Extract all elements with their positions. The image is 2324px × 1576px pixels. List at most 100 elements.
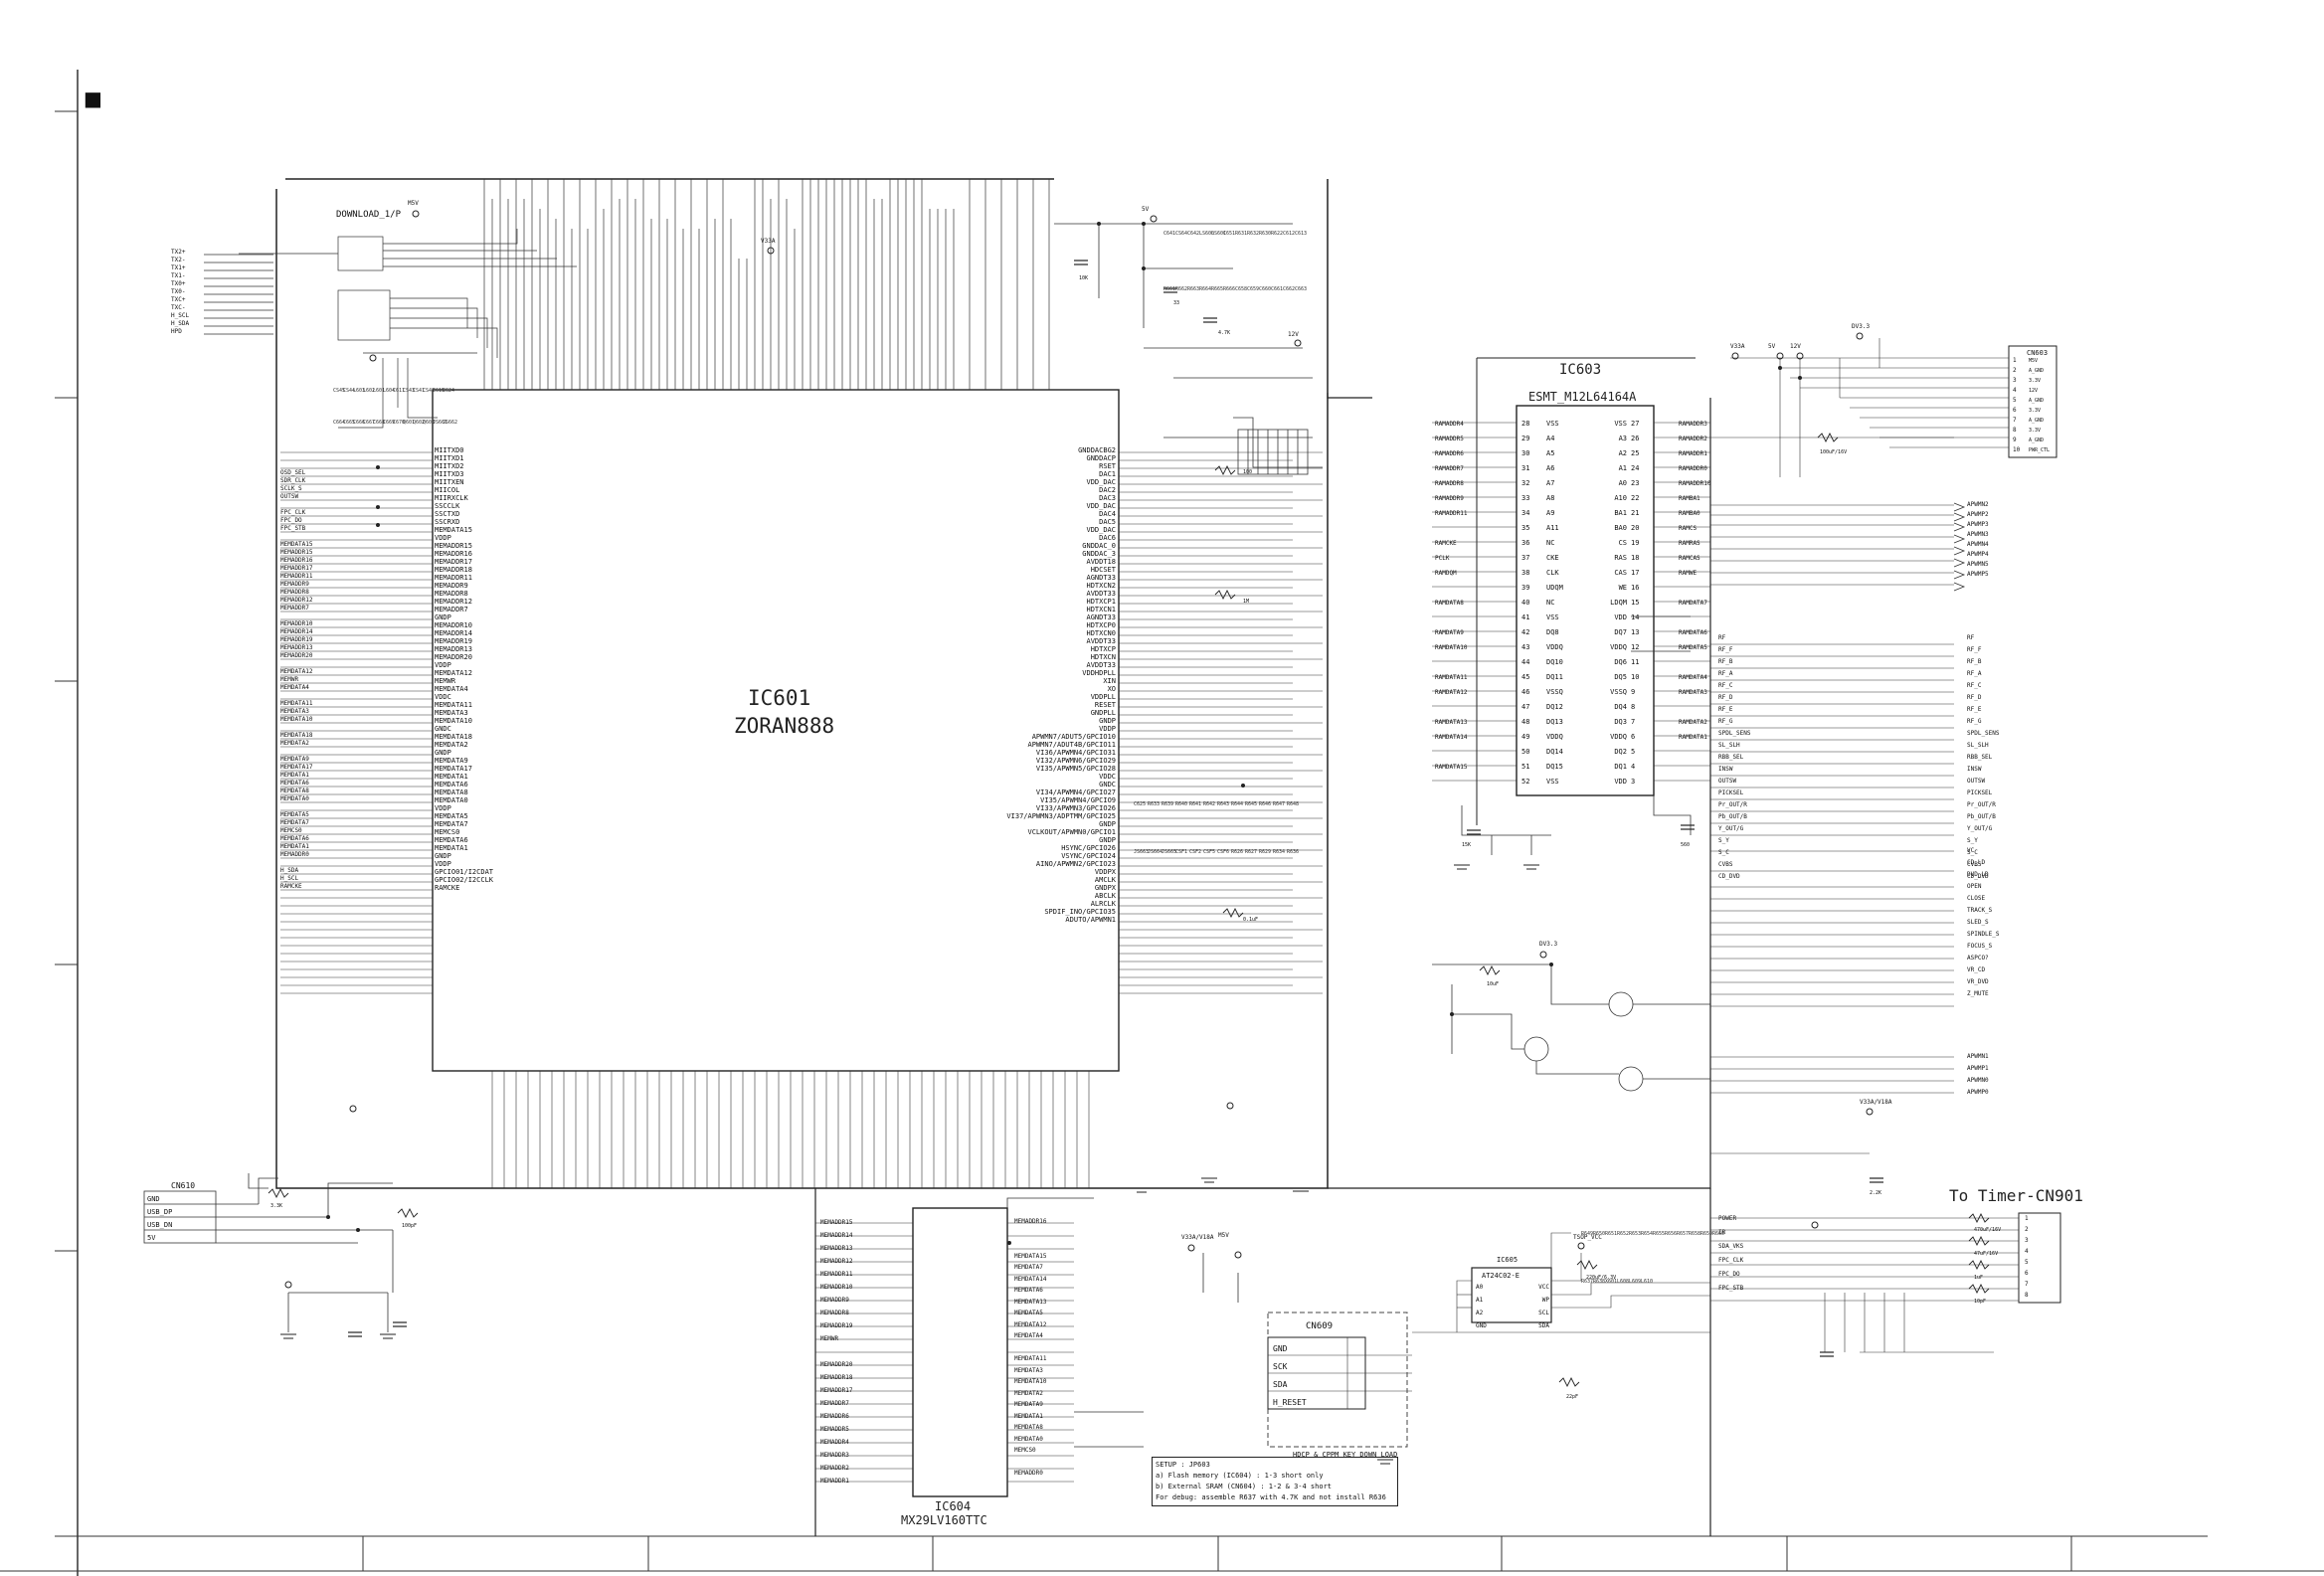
hdcp-pin-name: SCK: [1273, 1362, 1288, 1371]
ic601-pin-label: MEMDATA4: [435, 685, 468, 693]
apwm-net-label: APWMN0: [1967, 1077, 1989, 1084]
ic603-pin-number: 16: [1631, 584, 1640, 592]
net-label: MEMDATA3: [280, 708, 309, 715]
ic601-pin-label: MEMADDR16: [435, 550, 472, 558]
rf-net-label: SPDL_SENS: [1967, 730, 2000, 737]
ic603-pin-label: DQ6: [1614, 658, 1627, 666]
component-ref: Q601: [403, 420, 416, 426]
ram-net-label: RAMDATA15: [1435, 764, 1468, 771]
ic601-pin-label: MEMCS0: [435, 828, 460, 836]
cn603-pin-number: 8: [2013, 427, 2017, 434]
ic603-pin-number: 14: [1631, 613, 1640, 621]
ic601-pin-label: AINO/APWMN2/GPCIO23: [1035, 860, 1116, 868]
component-ref: R662: [1175, 286, 1188, 292]
servo-net-label: VR_DVD: [1967, 978, 1989, 985]
servo-net-label: VR_CD: [1967, 966, 1986, 973]
ic601-pin-label: APWMN7/ADUT4B/GPCIO11: [1027, 741, 1116, 749]
ic601-pin-label: DAC2: [1099, 486, 1116, 494]
net-label: H_SCL: [280, 875, 299, 882]
ic603-pin-label: VSS: [1614, 420, 1627, 428]
ic603-pin-label: DQ12: [1546, 703, 1563, 711]
ic603-pin-label: A9: [1546, 509, 1555, 517]
cn603-pin-name: 3.3V: [2029, 378, 2042, 384]
cn603-pin-name: A_GND: [2029, 368, 2045, 374]
servo-net-label: SLED_S: [1967, 919, 1989, 926]
ram-net-label: [1435, 745, 1495, 760]
rf-net-label: RF_C: [1967, 682, 1982, 689]
ram-net-label: RAMADDR3: [1679, 421, 1707, 428]
component-ref: R641: [1189, 801, 1202, 807]
ic604-part: MX29LV160TTC: [901, 1513, 987, 1527]
component-ref: L608: [1617, 1279, 1630, 1285]
component-ref: LS600: [1199, 231, 1215, 237]
cn603-pin-name: 12V: [2029, 388, 2039, 394]
net-label: [280, 748, 350, 756]
ic603-pin-number: 36: [1521, 539, 1530, 547]
ic601-pin-label: RAMCKE: [435, 884, 460, 892]
usb-pin-name: 5V: [147, 1234, 156, 1242]
ic601-pin-label: MEMDATA3: [435, 709, 468, 717]
ic603-pin-number: 34: [1521, 509, 1530, 517]
cn603-pin-name: A_GND: [2029, 438, 2045, 443]
net-label: OUTSW: [280, 493, 299, 500]
ic604-net-label: MEMWR: [820, 1335, 839, 1342]
component-ref: C667: [363, 420, 376, 426]
servo-net-label: OPEN: [1967, 883, 1982, 890]
ic603-pin-label: VSS: [1546, 420, 1559, 428]
net-label: MEMADDR8: [280, 589, 309, 596]
apwm-connector-net: APWMP2: [1967, 511, 1989, 518]
hdmi-net-label: H_SCL: [171, 312, 190, 319]
ram-net-label: RAMADDR0: [1679, 465, 1707, 472]
ic601-pin-label: DAC3: [1099, 494, 1116, 502]
component-ref: R666: [1223, 286, 1236, 292]
ram-net-label: RAMDATA7: [1679, 600, 1707, 607]
component-value: 470uF/16V: [1974, 1227, 2002, 1233]
ic603-pin-label: A2: [1618, 449, 1627, 457]
component-ref: R652: [1617, 1231, 1630, 1237]
servo-net-label: CD_LD: [1967, 859, 1986, 866]
ic601-pin-label: VDDC: [1099, 773, 1116, 781]
ic605-pin-label: SCL: [1538, 1310, 1549, 1316]
ram-net-label: RAMADDR2: [1679, 436, 1707, 442]
ic604-net-label: MEMDATA0: [1014, 1435, 1043, 1443]
timer-pin-number: 6: [2025, 1270, 2029, 1277]
ic601-pin-label: MIITXD0: [435, 446, 464, 454]
component-ref: R633: [1148, 801, 1161, 807]
rf-net-label: OUTSW: [1718, 778, 1737, 785]
ic601-pin-label: DAC6: [1099, 534, 1116, 542]
ic601-pin-label: MEMADDR19: [435, 637, 472, 645]
component-ref: C663: [1295, 286, 1308, 292]
ic603-pin-label: VSS: [1546, 778, 1559, 786]
ic601-pin-label: VDDPX: [1094, 868, 1116, 876]
ram-net-label: RAMDATA4: [1679, 674, 1707, 681]
ic604-net-label: MEMADDR7: [820, 1400, 849, 1407]
rf-net-label: S_C: [1718, 849, 1729, 856]
ram-net-label: RAMWE: [1679, 570, 1698, 577]
ic603-pin-number: 8: [1631, 703, 1636, 711]
component-ref: R659: [1700, 1231, 1713, 1237]
ic603-pin-number: 50: [1521, 748, 1530, 756]
ic601-pin-label: MEMDATA12: [435, 669, 472, 677]
ram-net-label: RAMDATA5: [1679, 644, 1707, 651]
ram-net-label: RAMADDR6: [1435, 450, 1464, 457]
ram-net-label: RAMDATA12: [1435, 689, 1468, 696]
ram-net-label: RAMADDR1: [1679, 450, 1707, 457]
net-label: MEMADDR13: [280, 644, 313, 651]
ram-net-label: RAMRAS: [1679, 540, 1700, 547]
ic603-pin-label: CS: [1618, 539, 1627, 547]
ic601-pin-label: AMCLK: [1094, 876, 1116, 884]
ic603-pin-label: DQ4: [1614, 703, 1627, 711]
hdcp-caption: HDCP & CPPM KEY DOWN LOAD: [1293, 1451, 1398, 1459]
rf-net-label: RF_E: [1967, 706, 1982, 713]
ic601-pin-label: VI36/APWMN4/GPCIO31: [1035, 749, 1116, 757]
rf-net-label: RBB_SEL: [1718, 754, 1744, 761]
rf-net-label: RF_C: [1718, 682, 1733, 689]
ic603-pin-number: 42: [1521, 628, 1530, 636]
net-label: MEMDATA8: [280, 788, 309, 794]
